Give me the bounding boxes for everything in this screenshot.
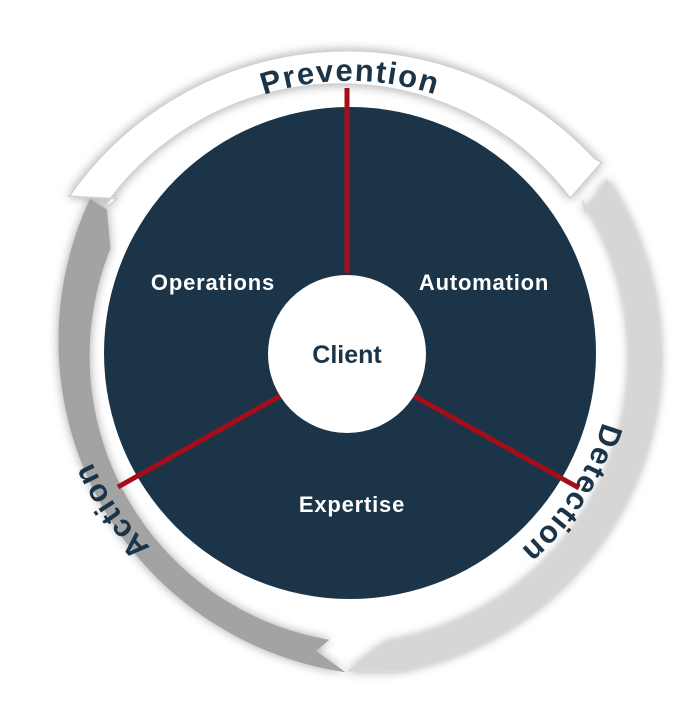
- sector-labels: Operations Automation Expertise: [151, 270, 549, 517]
- sector-dividers: [116, 88, 581, 491]
- divider-lower-left: [116, 393, 282, 490]
- sector-label-operations: Operations: [151, 270, 275, 295]
- cycle-arrows: [58, 49, 661, 673]
- divider-lower-right: [412, 393, 581, 491]
- center-hub: [268, 275, 426, 433]
- sector-label-expertise: Expertise: [299, 492, 405, 517]
- center-label: Client: [312, 341, 382, 369]
- prevention-arrow: [67, 49, 603, 212]
- action-arrow: [58, 198, 346, 673]
- detection-arrow: [346, 179, 661, 672]
- sector-label-automation: Automation: [419, 270, 549, 295]
